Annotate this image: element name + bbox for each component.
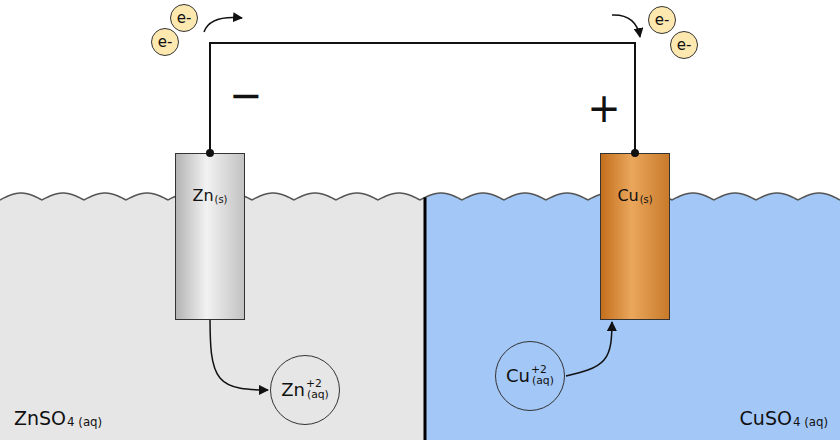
zinc-ion: Zn+2(aq): [270, 355, 340, 425]
text-group: Zn+2(aq): [281, 379, 329, 401]
electron-flow-arrow: [204, 18, 242, 32]
separator: [424, 197, 427, 440]
text-run: (s): [639, 191, 653, 201]
chemical-symbol: ZnSO: [14, 409, 66, 428]
chemical-symbol: Cu: [506, 367, 530, 385]
electron-flow-arrow: [612, 15, 640, 37]
text-run: (s): [214, 191, 228, 201]
text-run: e-: [655, 13, 670, 28]
text-run: 4 (aq): [66, 413, 102, 425]
text-run: +2(aq): [306, 379, 329, 401]
text-run: Cu: [617, 188, 638, 204]
text-run: e-: [158, 35, 173, 50]
copper-electrode: Cu(s): [600, 153, 670, 320]
text-group: e-: [158, 35, 173, 50]
text-run: e-: [177, 11, 192, 26]
electron-circle: e-: [151, 28, 179, 56]
text-run: ZnSO: [14, 409, 66, 428]
text-group: e-: [655, 13, 670, 28]
ion-flow-arrow: [566, 322, 612, 376]
chemical-symbol: e-: [158, 35, 173, 50]
text-run: Cu: [506, 367, 530, 385]
chemical-symbol: Cu: [617, 188, 638, 204]
chemical-symbol: Zn: [192, 188, 213, 204]
negative-terminal-sign: −: [229, 75, 263, 115]
chemical-index: +2: [306, 379, 322, 390]
zinc-sulfate-solution: ZnSO4 (aq) Zn+2(aq): [0, 195, 425, 440]
text-run: +2(aq): [531, 365, 554, 387]
text-run: CuSO: [740, 409, 792, 428]
text-run: Zn: [281, 381, 305, 399]
text-group: CuSO4 (aq): [740, 409, 828, 428]
positive-terminal-sign: +: [587, 88, 621, 128]
chemical-index: +2: [531, 365, 547, 376]
text-group: Cu(s): [617, 188, 652, 204]
text-group: e-: [177, 11, 192, 26]
electron-circle: e-: [648, 6, 676, 34]
text-run: 4 (aq): [792, 413, 828, 425]
chemical-symbol: e-: [655, 13, 670, 28]
chemical-index: (s): [215, 195, 228, 205]
chemical-symbol: CuSO: [740, 409, 792, 428]
chemical-index: 4 (aq): [793, 417, 828, 429]
electron-circle: e-: [670, 31, 698, 59]
chemical-index: (s): [640, 195, 653, 205]
external-wire: [210, 43, 635, 153]
zinc-electrode: Zn(s): [175, 153, 245, 320]
text-group: e-: [677, 38, 692, 53]
copper-ion: Cu+2(aq): [495, 341, 565, 411]
text-run: e-: [677, 38, 692, 53]
text-group: ZnSO4 (aq): [14, 409, 102, 428]
text-group: Zn(s): [192, 188, 227, 204]
chemical-symbol: e-: [177, 11, 192, 26]
chemical-index: (aq): [307, 390, 329, 401]
liquid-surface: [0, 193, 840, 200]
copper-sulfate-solution: CuSO4 (aq) Cu+2(aq): [427, 195, 840, 440]
chemical-symbol: e-: [677, 38, 692, 53]
chemical-index: (aq): [532, 376, 554, 387]
chemical-symbol: Zn: [281, 381, 305, 399]
chemical-index: 4 (aq): [67, 417, 102, 429]
text-run: Zn: [192, 188, 213, 204]
text-group: Cu+2(aq): [506, 365, 554, 387]
ion-flow-arrow: [210, 320, 268, 390]
electron-circle: e-: [170, 4, 198, 32]
